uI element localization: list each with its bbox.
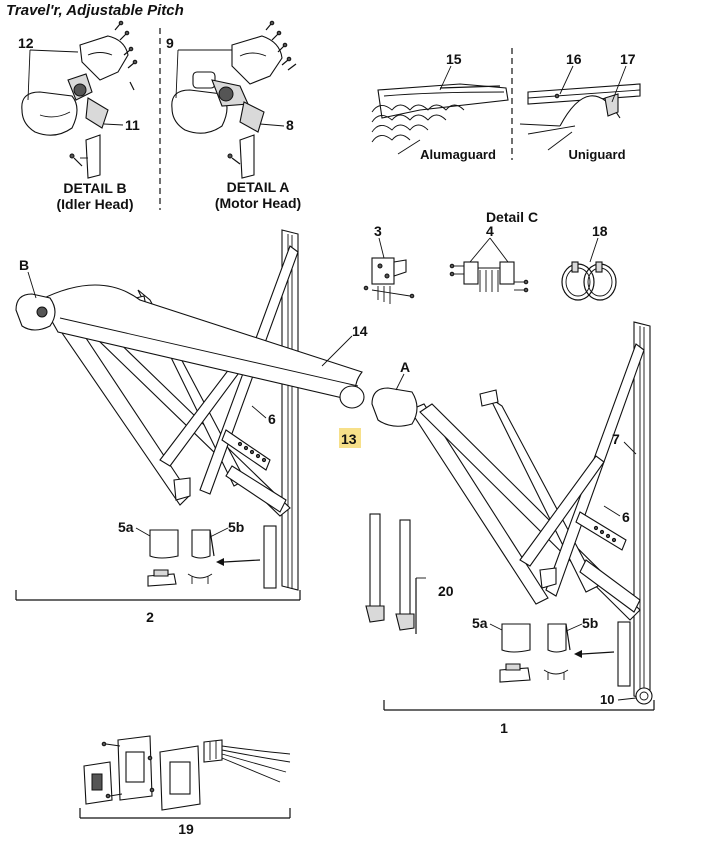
detail-a-subtitle: (Motor Head) [215,195,301,211]
callout-5b-right: 5b [582,615,598,631]
detail-a-motor-head: 9 8 DETAIL A (Motor Head) [166,20,301,211]
callout-9: 9 [166,35,174,51]
callout-5a-right: 5a [472,615,488,631]
detail-a-title: DETAIL A [227,179,290,195]
alumaguard-section: 15 Alumaguard [371,51,509,162]
callout-17: 17 [620,51,636,67]
switch-assembly: 19 [79,735,291,837]
uniguard-label: Uniguard [568,147,625,162]
callout-5b-left: 5b [228,519,244,535]
callout-5a-left: 5a [118,519,134,535]
callout-10: 10 [600,692,614,707]
left-awning-assembly: 13 B 14 6 5a 5b 2 [15,229,368,625]
callout-16: 16 [566,51,582,67]
detail-b-title: DETAIL B [63,180,126,196]
callout-8: 8 [286,117,294,133]
callout-15: 15 [446,51,462,67]
callout-20: 20 [438,583,454,599]
callout-19: 19 [178,821,194,837]
letter-b: B [19,257,29,273]
callout-18: 18 [592,223,608,239]
callout-1: 1 [500,720,508,736]
callout-3: 3 [374,223,382,239]
callout-7: 7 [612,431,620,447]
detail-c-title: Detail C [486,209,538,225]
detail-b-subtitle: (Idler Head) [56,196,133,212]
alumaguard-label: Alumaguard [420,147,496,162]
callout-2: 2 [146,609,154,625]
callout-11: 11 [125,117,140,133]
letter-a: A [400,359,410,375]
uniguard-section: 16 17 Uniguard [519,51,641,162]
callout-6-right: 6 [622,509,630,525]
callout-12: 12 [18,35,34,51]
right-awning-assembly: A 7 6 20 5a 5b 10 [365,321,655,736]
detail-b-idler-head: 12 11 DETAIL B (Idler Head) [18,20,140,212]
highlight-13 [339,428,361,448]
callout-14: 14 [352,323,368,339]
detail-c-section: Detail C 3 4 18 [363,209,617,304]
diagram-title: Travel'r, Adjustable Pitch [6,2,184,19]
callout-4: 4 [486,223,494,239]
callout-13: 13 [341,431,357,447]
callout-6-left: 6 [268,411,276,427]
